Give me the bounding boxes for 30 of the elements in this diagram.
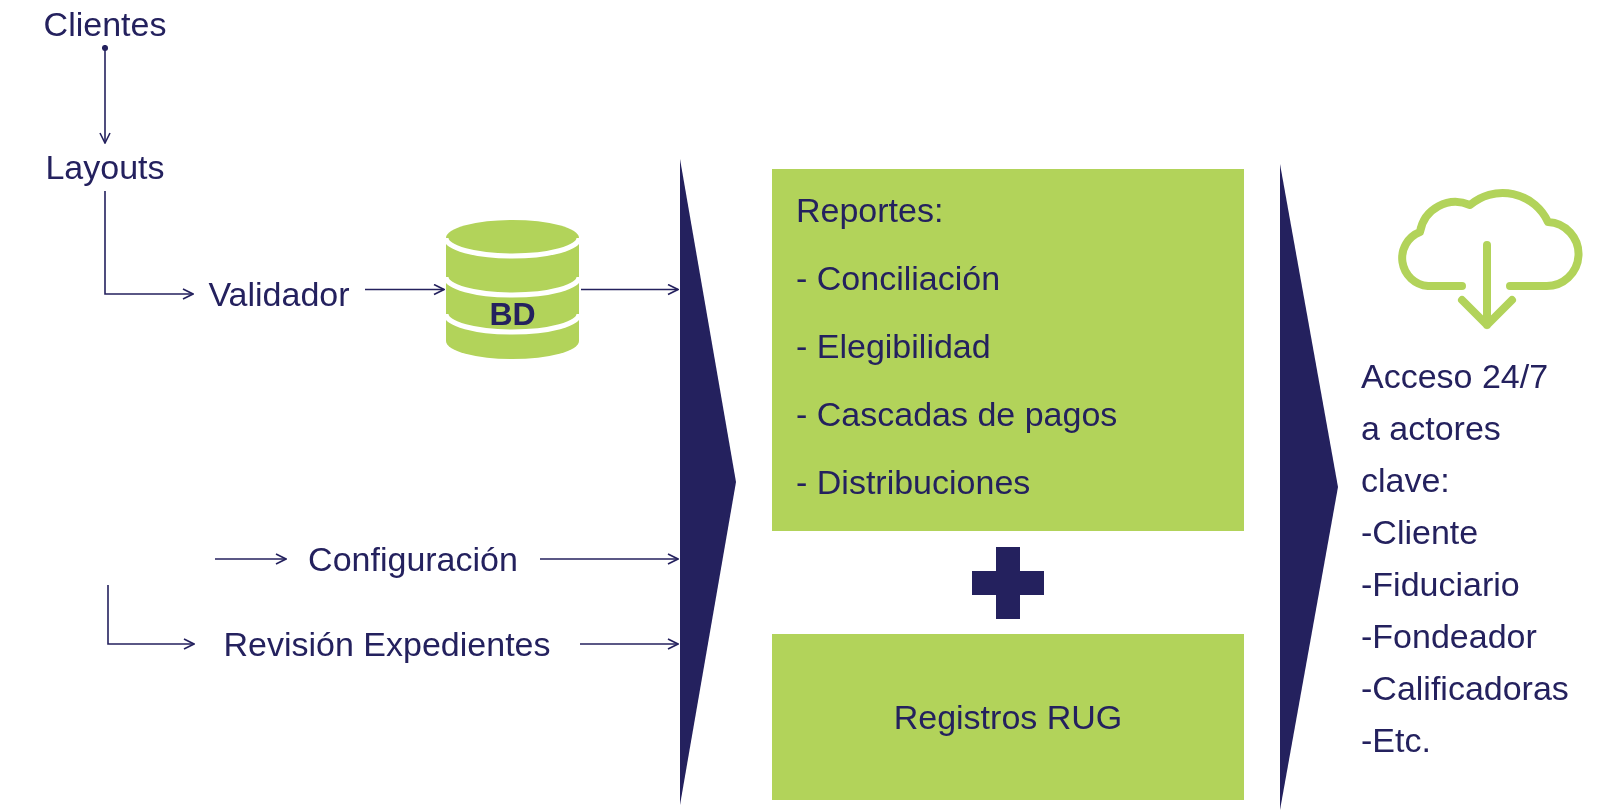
list-item: -Fiduciario	[1361, 564, 1520, 605]
list-item: Reportes:	[796, 190, 944, 231]
list-item: -Cliente	[1361, 512, 1479, 553]
arrow	[580, 283, 679, 296]
chevron-shape	[680, 159, 736, 805]
arrow	[104, 190, 194, 300]
caption-text: Acceso 24/7 a actores clave:	[1361, 356, 1550, 501]
list-item: - Conciliación	[796, 258, 1001, 299]
list-item: -Calificadoras	[1361, 668, 1569, 709]
node-label: Clientes	[20, 2, 190, 46]
node-label: Validador	[195, 272, 363, 316]
arrow	[107, 584, 195, 650]
list-item: - Elegibilidad	[796, 326, 991, 367]
arrow	[364, 283, 445, 296]
node-label: Registros RUG	[893, 697, 1123, 737]
node-label: Revisión Expedientes	[196, 622, 578, 666]
node-label: Configuración	[288, 537, 538, 581]
chevron-shape	[1280, 164, 1338, 810]
arrow	[99, 44, 111, 144]
list-item: -Fondeador	[1361, 616, 1537, 657]
report-box	[772, 169, 1244, 531]
arrow	[579, 638, 679, 650]
arrow	[539, 553, 679, 565]
list-item: -Etc.	[1361, 720, 1431, 761]
list-item: - Distribuciones	[796, 462, 1031, 503]
process-box	[772, 634, 1244, 800]
node-label: Layouts	[25, 145, 185, 189]
list-item: - Cascadas de pagos	[796, 394, 1118, 435]
node-label: BD	[488, 296, 537, 332]
arrow	[214, 553, 287, 565]
